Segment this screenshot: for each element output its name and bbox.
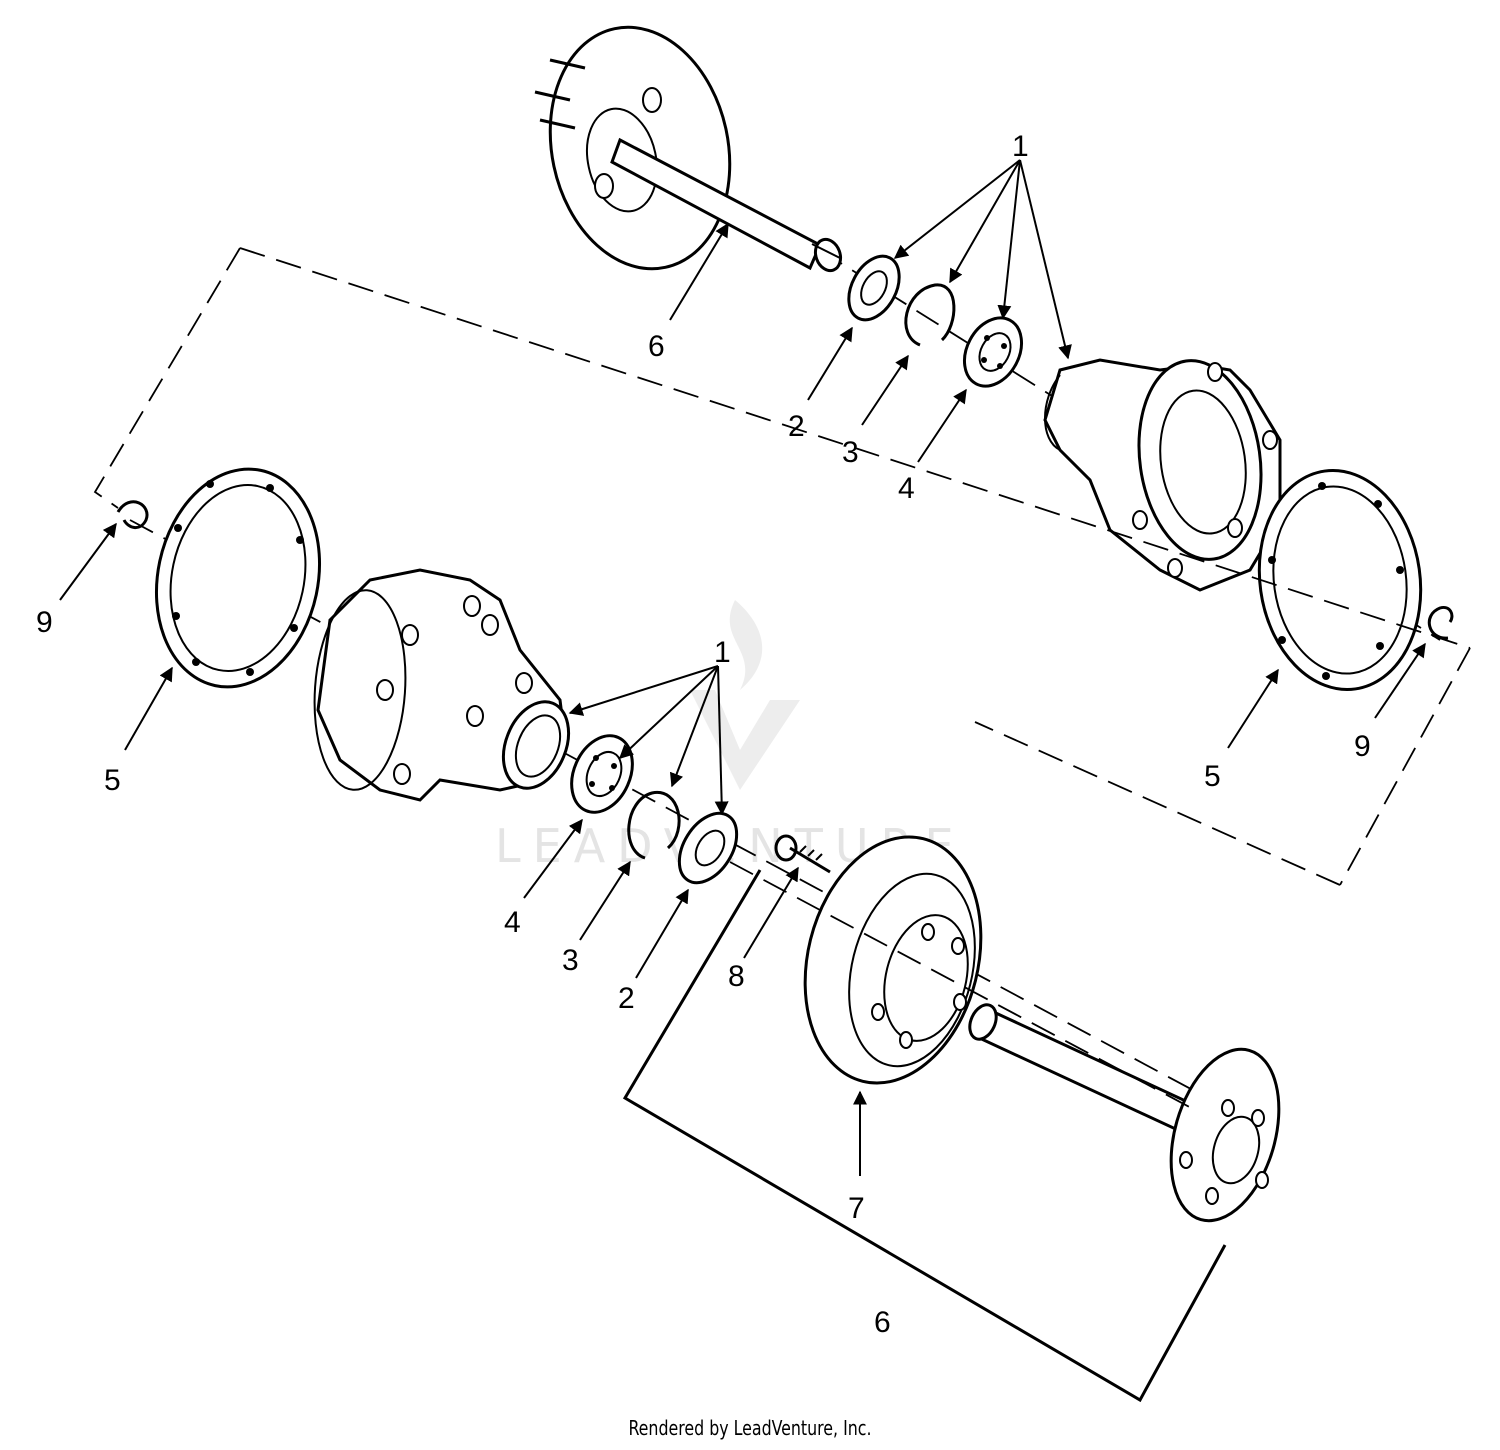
- callout-right-5: 5: [1204, 760, 1221, 793]
- footer-credit: Rendered by LeadVenture, Inc.: [628, 1416, 872, 1440]
- top-axle-housing: [1043, 358, 1282, 592]
- left-gasket-part-5: [154, 467, 322, 689]
- callout-left-9: 9: [36, 606, 53, 639]
- callout-bot-2: 2: [618, 982, 635, 1015]
- callout-top-2: 2: [788, 410, 805, 443]
- top-seal-part-2: [847, 254, 901, 322]
- left-e-clip-part-9: [116, 500, 149, 529]
- dashed-assembly-bracket: [93, 247, 1471, 1111]
- callout-top-6: 6: [648, 330, 665, 363]
- callout-right-9: 9: [1354, 730, 1371, 763]
- callout-bot-6: 6: [874, 1306, 891, 1339]
- callout-top-1: 1: [1012, 130, 1029, 163]
- bottom-axle-assembly: [116, 467, 1281, 1223]
- brake-drum-part-7: [803, 835, 983, 1085]
- right-gasket-part-5: [1257, 469, 1423, 691]
- callout-top-3: 3: [842, 436, 859, 469]
- callout-labels: 1 6 2 3 4 9 5 5 9 1 4 3 2 8 7 6: [36, 130, 1371, 1339]
- leader-lines: [59, 159, 1426, 1176]
- callout-left-5: 5: [104, 764, 121, 797]
- bottom-bearing-part-4: [570, 734, 634, 814]
- bottom-axle-shaft-part-6: [968, 1003, 1281, 1223]
- callout-bot-3: 3: [562, 944, 579, 977]
- top-axle-assembly: [534, 25, 1454, 691]
- callout-bot-7: 7: [848, 1192, 865, 1225]
- top-snap-ring-part-3: [904, 283, 956, 347]
- right-e-clip-part-9: [1427, 605, 1454, 640]
- bottom-part-6-bracket: [622, 869, 1227, 1403]
- top-axle-shaft-part-6: [534, 25, 843, 273]
- bottom-axle-housing: [313, 568, 571, 802]
- callout-mid-1: 1: [714, 636, 731, 669]
- bottom-seal-part-2: [677, 811, 739, 885]
- callout-bot-4: 4: [504, 906, 521, 939]
- callout-bot-8: 8: [728, 960, 745, 993]
- top-bearing-part-4: [962, 316, 1024, 388]
- bottom-snap-ring-part-3: [627, 791, 681, 860]
- callout-top-4: 4: [898, 472, 915, 505]
- bolt-part-8: [774, 834, 831, 874]
